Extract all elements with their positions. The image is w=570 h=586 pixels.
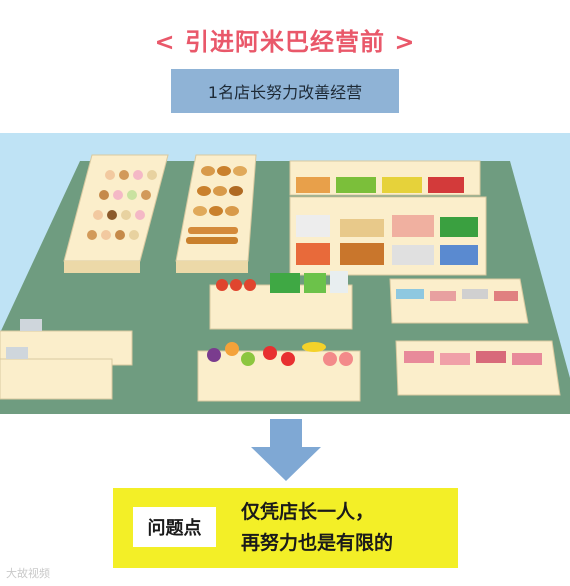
page-title: < 引进阿米巴经营前 >: [154, 28, 416, 56]
bread-counter-icon: [175, 154, 257, 273]
problem-text: 仅凭店长一人， 再努力也是有限的: [241, 497, 393, 559]
meat-counter-icon: [395, 340, 561, 396]
donut-counter-icon: [63, 154, 169, 273]
problem-panel: 问题点 仅凭店长一人， 再努力也是有限的: [113, 488, 458, 568]
checkout-counter-icon: [0, 319, 133, 400]
watermark: 大故视频: [6, 567, 50, 580]
subtitle-text: 1名店长努力改善经营: [207, 83, 363, 102]
vegetable-stand-icon: [209, 271, 353, 330]
problem-line-2: 再努力也是有限的: [241, 532, 394, 554]
fish-counter-icon: [389, 278, 529, 324]
down-arrow-icon: [251, 419, 321, 481]
problem-label: 问题点: [133, 507, 216, 547]
subtitle-box: 1名店长努力改善经营: [171, 69, 399, 113]
supermarket-floor-icon: [0, 133, 570, 414]
problem-line-1: 仅凭店长一人，: [241, 501, 375, 523]
shelf-unit-icon: [289, 160, 487, 276]
fruit-stand-icon: [197, 342, 361, 402]
